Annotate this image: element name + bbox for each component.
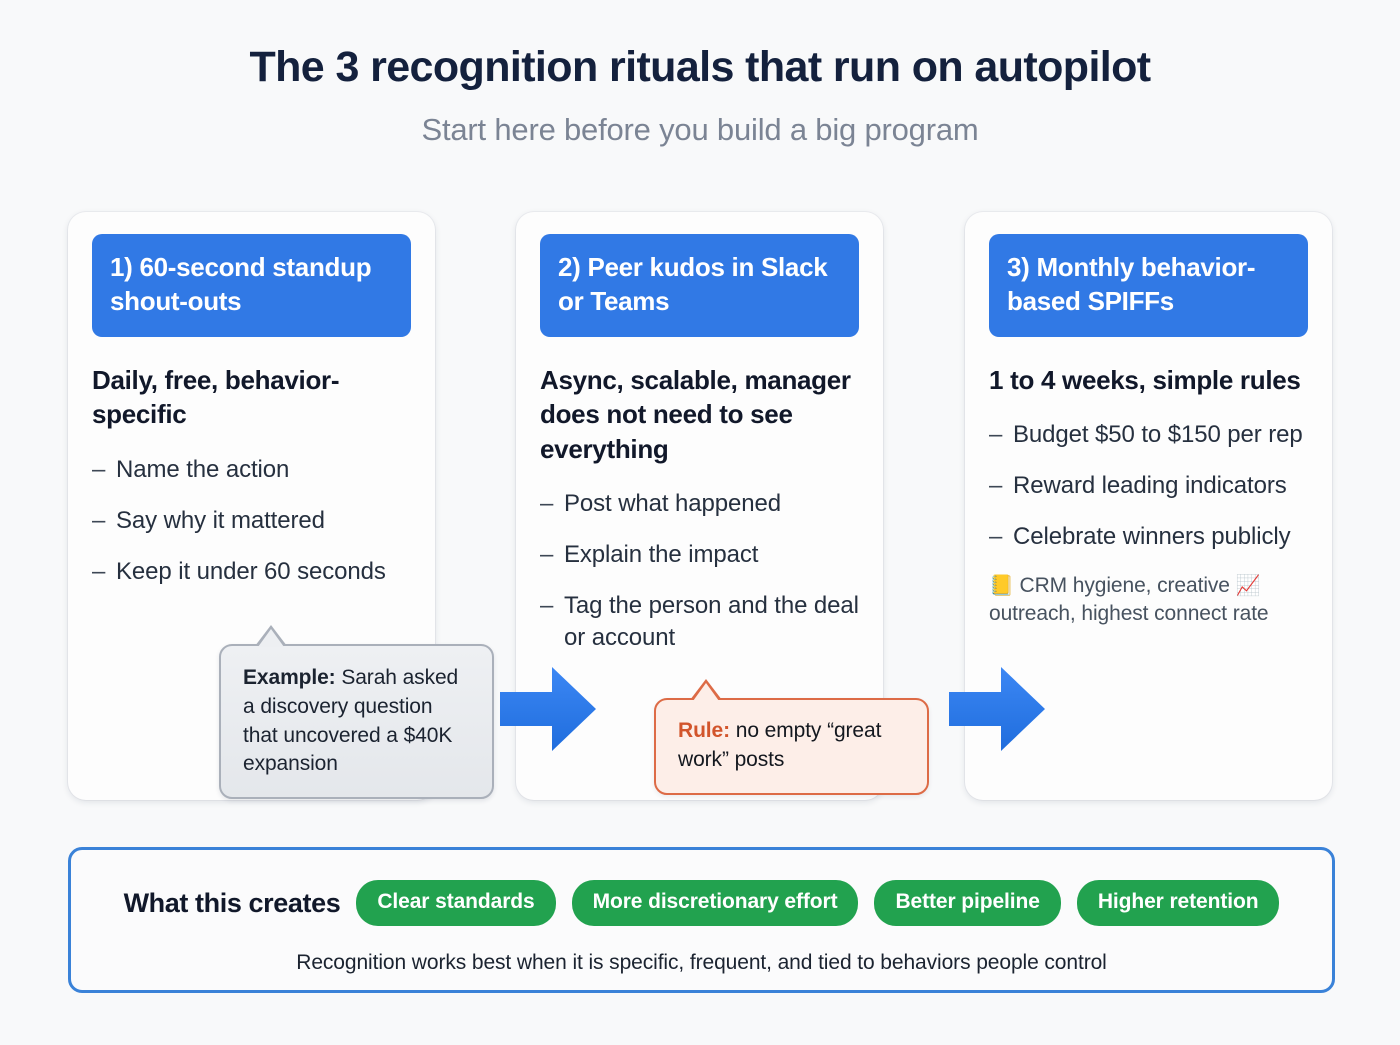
- rule-callout-text: Rule: no empty “great work” posts: [678, 717, 907, 775]
- example-callout-label: Example:: [243, 666, 336, 689]
- ritual-card-1-header: 1) 60-second standup shout-outs: [92, 234, 411, 337]
- example-callout: Example: Sarah asked a discovery questio…: [219, 625, 494, 800]
- outcome-pill-higher-retention[interactable]: Higher retention: [1076, 880, 1280, 926]
- example-callout-body: Sarah asked a discovery question that un…: [243, 666, 459, 776]
- ritual-card-2-header: 2) Peer kudos in Slack or Teams: [540, 234, 859, 337]
- outcomes-row: What this creates Clear standards More d…: [71, 880, 1332, 926]
- outcome-pill-better-pipeline[interactable]: Better pipeline: [874, 880, 1061, 926]
- outcome-pill-more-discretionary-effort[interactable]: More discretionary effort: [571, 880, 859, 926]
- page-subtitle: Start here before you build a big progra…: [421, 112, 979, 148]
- ritual-card-3-note-text-2: outreach, highest connect rate: [989, 602, 1269, 626]
- example-callout-text: Example: Sarah asked a discovery questio…: [243, 664, 472, 779]
- outcomes-caption: Recognition works best when it is specif…: [296, 951, 1107, 974]
- outcome-pill-clear-standards[interactable]: Clear standards: [356, 880, 556, 926]
- rule-callout-label: Rule:: [678, 719, 731, 742]
- ritual-card-2-bullets: Post what happened Explain the impact Ta…: [540, 488, 859, 654]
- list-item: Say why it mattered: [92, 505, 411, 537]
- arrow-card1-to-card2-icon: [500, 665, 596, 753]
- rule-callout: Rule: no empty “great work” posts: [654, 679, 929, 795]
- ritual-card-3-note: 📒 CRM hygiene, creative 📈 outreach, high…: [989, 572, 1308, 629]
- ritual-card-1[interactable]: 1) 60-second standup shout-outs Daily, f…: [68, 212, 435, 800]
- example-callout-tail-inner: [258, 629, 284, 647]
- outcomes-label: What this creates: [123, 887, 341, 918]
- list-item: Reward leading indicators: [989, 470, 1308, 502]
- rule-callout-tail-inner: [693, 683, 719, 701]
- page-title: The 3 recognition rituals that run on au…: [249, 43, 1151, 91]
- ritual-card-1-lead: Daily, free, behavior-specific: [92, 364, 340, 430]
- ritual-card-3-bullets: Budget $50 to $150 per rep Reward leadin…: [989, 419, 1308, 553]
- ritual-card-3-note-text-1: CRM hygiene, creative: [1013, 573, 1236, 597]
- list-item: Budget $50 to $150 per rep: [989, 419, 1308, 451]
- ritual-card-2-lead: Async, scalable, manager does not need t…: [540, 364, 851, 464]
- list-item: Post what happened: [540, 488, 859, 520]
- list-item: Tag the person and the deal or account: [540, 590, 859, 654]
- list-item: Keep it under 60 seconds: [92, 556, 411, 588]
- list-item: Explain the impact: [540, 539, 859, 571]
- rule-callout-body: no empty “great work” posts: [678, 719, 882, 771]
- chart-increasing-icon: 📈: [1235, 574, 1261, 597]
- outcomes-footer: What this creates Clear standards More d…: [68, 847, 1335, 993]
- list-item: Celebrate winners publicly: [989, 521, 1308, 553]
- ritual-card-1-bullets: Name the action Say why it mattered Keep…: [92, 454, 411, 588]
- arrow-card2-to-card3-icon: [949, 665, 1045, 753]
- ritual-cards-row: 1) 60-second standup shout-outs Daily, f…: [68, 212, 1332, 802]
- ritual-card-3[interactable]: 3) Monthly behavior-based SPIFFs 1 to 4 …: [965, 212, 1332, 800]
- ritual-card-3-header: 3) Monthly behavior-based SPIFFs: [989, 234, 1308, 337]
- ritual-card-3-lead: 1 to 4 weeks, simple rules: [989, 364, 1301, 395]
- list-item: Name the action: [92, 454, 411, 486]
- page-header: The 3 recognition rituals that run on au…: [0, 44, 1400, 148]
- ledger-icon: 📒: [989, 574, 1014, 597]
